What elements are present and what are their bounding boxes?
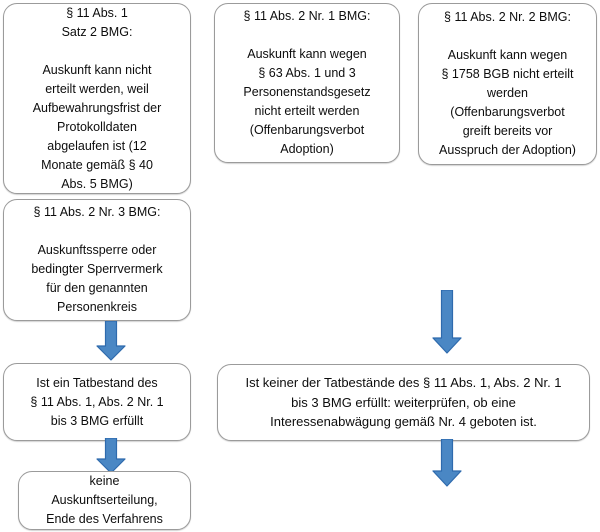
arrow-down-right-lower bbox=[431, 439, 463, 487]
box-par11-abs2-nr2-label: § 11 Abs. 2 Nr. 2 BMG: Auskunft kann weg… bbox=[439, 10, 576, 157]
arrow-down-left-lower bbox=[95, 438, 127, 474]
box-par11-abs2-nr2[interactable]: § 11 Abs. 2 Nr. 2 BMG: Auskunft kann weg… bbox=[418, 3, 597, 165]
box-par11-abs1-satz2[interactable]: § 11 Abs. 1 Satz 2 BMG: Auskunft kann ni… bbox=[3, 3, 191, 194]
box-par11-abs2-nr3-label: § 11 Abs. 2 Nr. 3 BMG: Auskunftssperre o… bbox=[31, 205, 163, 314]
box-par11-abs2-nr1[interactable]: § 11 Abs. 2 Nr. 1 BMG: Auskunft kann weg… bbox=[214, 3, 400, 163]
box-keine-auskunftserteilung-label: keine Auskunftserteilung, Ende des Verfa… bbox=[46, 474, 163, 526]
box-par11-abs1-satz2-label: § 11 Abs. 1 Satz 2 BMG: Auskunft kann ni… bbox=[32, 5, 162, 191]
box-tatbestand-erfuellt[interactable]: Ist ein Tatbestand des § 11 Abs. 1, Abs.… bbox=[3, 363, 191, 441]
box-par11-abs2-nr3[interactable]: § 11 Abs. 2 Nr. 3 BMG: Auskunftssperre o… bbox=[3, 199, 191, 321]
box-kein-tatbestand-interessenabwaegung-label: Ist keiner der Tatbestände des § 11 Abs.… bbox=[245, 374, 562, 430]
arrow-down-right-upper bbox=[431, 290, 463, 354]
box-keine-auskunftserteilung[interactable]: keine Auskunftserteilung, Ende des Verfa… bbox=[18, 471, 191, 530]
arrow-down-left-upper bbox=[95, 321, 127, 361]
box-par11-abs2-nr1-label: § 11 Abs. 2 Nr. 1 BMG: Auskunft kann weg… bbox=[243, 9, 371, 156]
box-tatbestand-erfuellt-label: Ist ein Tatbestand des § 11 Abs. 1, Abs.… bbox=[30, 375, 164, 428]
box-kein-tatbestand-interessenabwaegung[interactable]: Ist keiner der Tatbestände des § 11 Abs.… bbox=[217, 364, 590, 441]
